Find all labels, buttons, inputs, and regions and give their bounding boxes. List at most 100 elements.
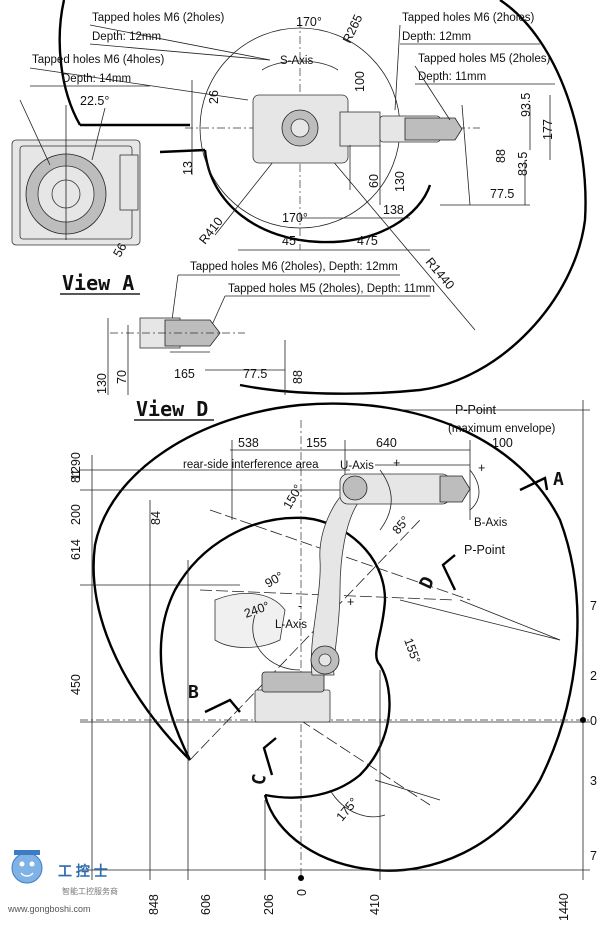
right-dim-7-b: 7 <box>590 849 597 863</box>
dim-83-5: 83.5 <box>516 152 530 176</box>
label-p-point: P-Point <box>455 403 497 417</box>
view-d-dim-77-5: 77.5 <box>243 367 267 381</box>
s-axis-lower-arc <box>329 789 386 818</box>
right-dim-2: 2 <box>590 669 597 683</box>
dim-640: 640 <box>376 436 397 450</box>
dim-angle-170-bottom: 170° <box>282 211 308 225</box>
dim-614: 614 <box>69 539 83 560</box>
dim-13: 13 <box>181 161 195 175</box>
dim-138: 138 <box>383 203 404 217</box>
top-view: Tapped holes M6 (2holes) Depth: 12mm Tap… <box>11 0 587 395</box>
view-d-dim-88: 88 <box>291 370 305 384</box>
view-d-flange <box>110 317 245 349</box>
bottom-dim-1440: 1440 <box>557 893 571 921</box>
label-l-axis: L-Axis <box>275 619 307 631</box>
origin-dot-right <box>580 717 586 723</box>
dim-200: 200 <box>69 504 83 525</box>
label-b-axis: B-Axis <box>474 517 507 529</box>
label-rear-interference: rear-side interference area <box>183 459 319 471</box>
view-marker-c: C <box>248 773 271 787</box>
l-axis-arc <box>252 614 301 671</box>
dim-88-top: 88 <box>494 149 508 163</box>
side-view: P-Point (maximum envelope) rear-side int… <box>69 400 597 921</box>
view-a-group: View A <box>60 271 140 295</box>
view-a-title: View A <box>62 271 134 295</box>
note-depth-11-right: Depth: 11mm <box>418 71 486 83</box>
dim-angle-175: 175° <box>334 795 361 824</box>
watermark-subtitle: 智能工控服务商 <box>62 886 118 896</box>
dim-130-top: 130 <box>393 171 407 192</box>
watermark: 工 控 士 智能工控服务商 www.gongboshi.com <box>7 850 118 914</box>
dim-angle-155: 155° <box>401 636 423 665</box>
watermark-title: 工 控 士 <box>58 863 108 879</box>
dim-77-5-top: 77.5 <box>490 187 514 201</box>
mascot-icon <box>11 850 43 884</box>
label-l-axis-minus: - <box>298 599 302 613</box>
u-axis-arc <box>379 469 392 531</box>
dim-r265: R265 <box>340 12 365 45</box>
view-d-note-m5: Tapped holes M5 (2holes), Depth: 11mm <box>228 283 435 295</box>
robot-side-body <box>214 473 471 723</box>
robot-top-body <box>252 94 463 164</box>
top-dimension-lines <box>29 24 555 251</box>
dim-538: 538 <box>238 436 259 450</box>
right-dim-0: 0 <box>590 714 597 728</box>
dim-155: 155 <box>306 436 327 450</box>
view-marker-b: B <box>188 682 199 703</box>
right-dim-3: 3 <box>590 774 597 788</box>
dim-angle-170-top: 170° <box>296 15 322 29</box>
label-s-axis: S-Axis <box>280 55 313 67</box>
dim-100-side: 100 <box>492 436 513 450</box>
dim-84: 84 <box>149 511 163 525</box>
dim-angle-150: 150° <box>280 482 305 511</box>
s-axis-arc <box>261 60 339 71</box>
inner-envelope-side <box>159 516 391 799</box>
note-depth-12-left: Depth: 12mm <box>92 31 161 43</box>
label-u-axis: U-Axis <box>340 460 374 472</box>
dim-1290: 1290 <box>69 452 83 480</box>
dim-93-5: 93.5 <box>519 93 533 117</box>
b-axis-arc <box>469 469 480 511</box>
dim-angle-22-5: 22.5° <box>80 94 109 108</box>
inner-envelope-arc-top-left <box>80 123 206 154</box>
dim-450: 450 <box>69 674 83 695</box>
dim-177: 177 <box>541 119 555 140</box>
robot-base <box>254 689 331 723</box>
view-d-note-m6: Tapped holes M6 (2holes), Depth: 12mm <box>190 261 398 273</box>
label-max-envelope: (maximum envelope) <box>448 423 556 435</box>
dim-r410: R410 <box>196 215 225 247</box>
max-envelope-arc-top <box>58 0 587 395</box>
dim-45: 45 <box>282 234 296 248</box>
dim-100-top: 100 <box>353 71 367 92</box>
note-depth-12-right: Depth: 12mm <box>402 31 471 43</box>
view-marker-d: D <box>415 573 439 592</box>
label-u-axis-plus: + <box>393 456 400 470</box>
note-tapped-m6-left: Tapped holes M6 (2holes) <box>92 12 224 24</box>
view-d-dim-165: 165 <box>174 367 195 381</box>
right-dim-7-a: 7 <box>590 599 597 613</box>
base-front-view <box>11 99 141 246</box>
label-b-axis-plus: + <box>478 461 485 475</box>
watermark-url: www.gongboshi.com <box>7 904 91 914</box>
bottom-dim-848: 848 <box>147 894 161 915</box>
note-tapped-m6-4holes: Tapped holes M6 (4holes) <box>32 54 164 66</box>
dim-26: 26 <box>207 90 221 104</box>
dim-81: 81 <box>69 469 83 483</box>
note-depth-14: Depth: 14mm <box>62 73 131 85</box>
robot-wrist <box>439 475 471 503</box>
view-d-title: View D <box>136 397 208 421</box>
view-markers <box>204 476 549 776</box>
bottom-dim-410: 410 <box>368 894 382 915</box>
view-marker-a: A <box>553 469 564 490</box>
inner-envelope-arc-top <box>203 149 432 244</box>
dim-56: 56 <box>110 240 129 259</box>
note-tapped-m5-right: Tapped holes M5 (2holes) <box>418 53 550 65</box>
view-d-dim-130: 130 <box>95 373 109 394</box>
dim-angle-90: 90° <box>263 569 286 591</box>
dim-60: 60 <box>367 174 381 188</box>
origin-dot-bottom <box>298 875 304 881</box>
bottom-dim-0: 0 <box>295 889 309 896</box>
view-d-group: Tapped holes M6 (2holes), Depth: 12mm Ta… <box>95 261 435 421</box>
note-tapped-m6-right: Tapped holes M6 (2holes) <box>402 12 534 24</box>
